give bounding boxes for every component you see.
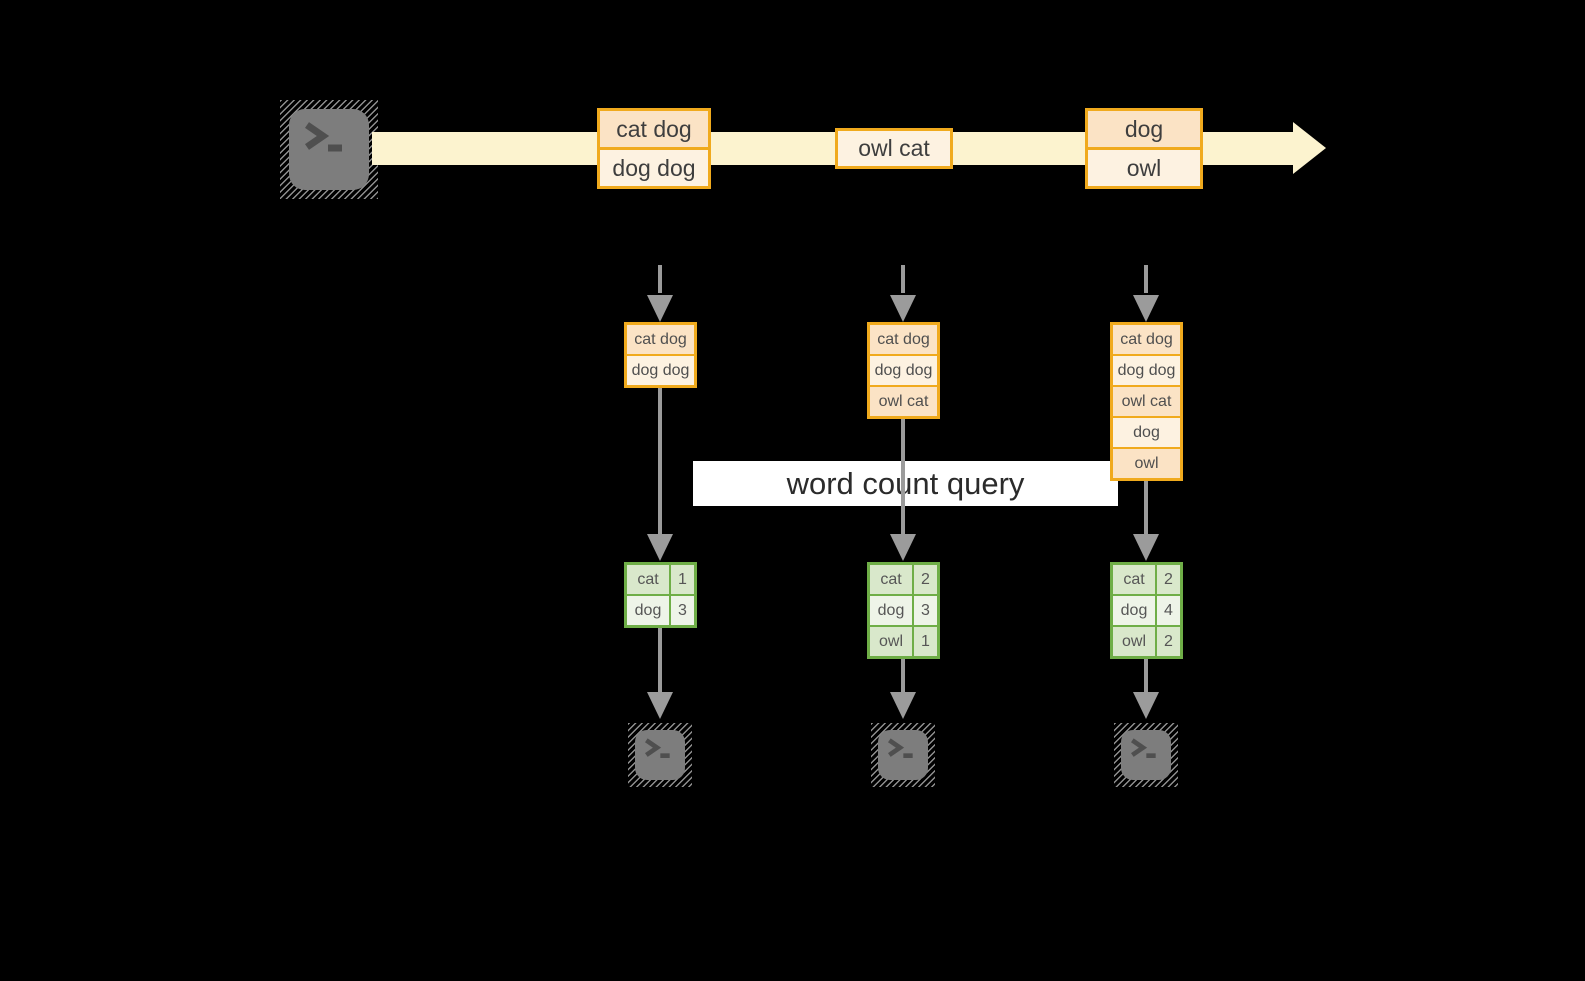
buffer-cell: owl bbox=[1113, 447, 1180, 478]
count-cell: 3 bbox=[669, 596, 694, 625]
count-row: owl 1 bbox=[870, 625, 937, 656]
stream-arrowhead-icon bbox=[1293, 122, 1326, 174]
sink-arrow-line bbox=[1144, 659, 1148, 692]
down-arrowhead-icon bbox=[1133, 295, 1159, 322]
down-arrowhead-icon bbox=[890, 295, 916, 322]
event-cell: dog dog bbox=[600, 147, 708, 186]
down-arrowhead-icon bbox=[647, 295, 673, 322]
word-cell: dog bbox=[1113, 596, 1155, 625]
buffer-cell: cat dog bbox=[870, 325, 937, 354]
down-arrowhead-icon bbox=[647, 534, 673, 561]
buffer-cell: dog dog bbox=[870, 354, 937, 385]
count-cell: 2 bbox=[912, 565, 937, 594]
event-cell: cat dog bbox=[600, 111, 708, 147]
query-arrow-line bbox=[658, 388, 662, 534]
count-cell: 3 bbox=[912, 596, 937, 625]
count-cell: 1 bbox=[669, 565, 694, 594]
terminal-screen bbox=[635, 730, 685, 780]
terminal-icon bbox=[628, 723, 692, 787]
down-arrowhead-icon bbox=[890, 534, 916, 561]
buffer-cell: cat dog bbox=[1113, 325, 1180, 354]
word-cell: cat bbox=[627, 565, 669, 594]
stream-event-box: dog owl bbox=[1085, 108, 1203, 189]
count-row: dog 3 bbox=[627, 594, 694, 625]
query-arrow-line bbox=[901, 419, 905, 534]
buffer-cell: dog dog bbox=[627, 354, 694, 385]
word-cell: dog bbox=[870, 596, 912, 625]
event-cell: owl bbox=[1088, 147, 1200, 186]
down-arrowhead-icon bbox=[1133, 534, 1159, 561]
buffer-cell: cat dog bbox=[627, 325, 694, 354]
stream-event-box: cat dog dog dog bbox=[597, 108, 711, 189]
shell-prompt-icon bbox=[888, 738, 913, 758]
count-row: dog 3 bbox=[870, 594, 937, 625]
buffer-stack: cat dog dog dog owl cat dog owl bbox=[1110, 322, 1183, 481]
count-row: cat 2 bbox=[870, 565, 937, 594]
word-cell: dog bbox=[627, 596, 669, 625]
count-table: cat 2 dog 3 owl 1 bbox=[867, 562, 940, 659]
sink-arrow-line bbox=[658, 628, 662, 692]
buffer-stack: cat dog dog dog bbox=[624, 322, 697, 388]
query-arrow-line bbox=[1144, 481, 1148, 534]
shell-prompt-icon bbox=[305, 122, 342, 152]
count-row: owl 2 bbox=[1113, 625, 1180, 656]
event-cell: owl cat bbox=[838, 131, 950, 166]
buffer-cell: dog bbox=[1113, 416, 1180, 447]
shell-prompt-icon bbox=[1131, 738, 1156, 758]
terminal-screen bbox=[1121, 730, 1171, 780]
buffer-cell: owl cat bbox=[870, 385, 937, 416]
terminal-icon bbox=[280, 100, 378, 199]
buffer-stack: cat dog dog dog owl cat bbox=[867, 322, 940, 419]
count-cell: 2 bbox=[1155, 565, 1180, 594]
dashed-arrow-segment bbox=[1144, 265, 1148, 293]
count-cell: 2 bbox=[1155, 627, 1180, 656]
word-cell: cat bbox=[1113, 565, 1155, 594]
terminal-icon bbox=[871, 723, 935, 787]
stream-event-box: owl cat bbox=[835, 128, 953, 169]
word-count-query-label: word count query bbox=[693, 461, 1118, 506]
down-arrowhead-icon bbox=[647, 692, 673, 719]
count-cell: 4 bbox=[1155, 596, 1180, 625]
terminal-icon bbox=[1114, 723, 1178, 787]
sink-arrow-line bbox=[901, 659, 905, 692]
dashed-arrow-segment bbox=[658, 265, 662, 293]
terminal-screen bbox=[289, 109, 369, 190]
event-cell: dog bbox=[1088, 111, 1200, 147]
down-arrowhead-icon bbox=[1133, 692, 1159, 719]
count-row: cat 2 bbox=[1113, 565, 1180, 594]
terminal-screen bbox=[878, 730, 928, 780]
count-cell: 1 bbox=[912, 627, 937, 656]
word-cell: owl bbox=[1113, 627, 1155, 656]
buffer-cell: owl cat bbox=[1113, 385, 1180, 416]
word-cell: cat bbox=[870, 565, 912, 594]
dashed-arrow-segment bbox=[901, 265, 905, 293]
count-table: cat 2 dog 4 owl 2 bbox=[1110, 562, 1183, 659]
down-arrowhead-icon bbox=[890, 692, 916, 719]
word-cell: owl bbox=[870, 627, 912, 656]
count-row: dog 4 bbox=[1113, 594, 1180, 625]
shell-prompt-icon bbox=[645, 738, 670, 758]
buffer-cell: dog dog bbox=[1113, 354, 1180, 385]
count-table: cat 1 dog 3 bbox=[624, 562, 697, 628]
count-row: cat 1 bbox=[627, 565, 694, 594]
